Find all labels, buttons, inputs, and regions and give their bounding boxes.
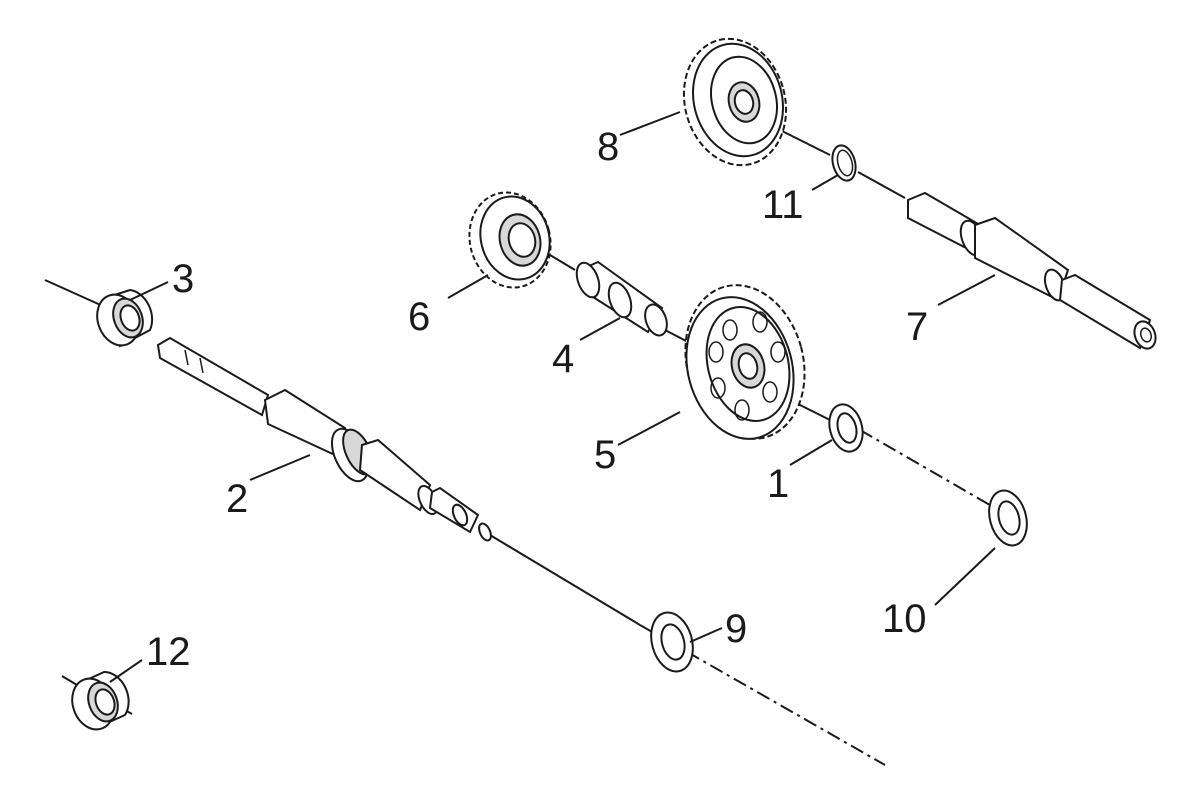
washer-9 [650, 611, 694, 673]
washer-1 [828, 403, 864, 453]
countershaft-7 [907, 191, 1157, 350]
label-part-3: 3 [172, 257, 194, 301]
circlip-11 [831, 144, 857, 182]
label-part-11: 11 [762, 183, 804, 227]
label-part-1: 1 [767, 462, 789, 506]
label-part-9: 9 [725, 607, 747, 651]
label-part-10: 10 [882, 597, 927, 641]
washer-10 [988, 489, 1028, 547]
bearing-12 [71, 670, 130, 731]
part-labels: 1 2 3 4 5 6 7 8 9 10 11 12 [146, 125, 928, 674]
bearing-3 [96, 288, 154, 348]
label-part-5: 5 [594, 433, 616, 477]
large-gear-5 [684, 284, 806, 440]
leader-lines [109, 111, 996, 683]
label-part-6: 6 [408, 295, 430, 339]
main-shaft-2 [156, 336, 492, 542]
label-part-8: 8 [597, 125, 619, 169]
spacer-4 [575, 260, 668, 337]
label-part-2: 2 [226, 477, 248, 521]
label-part-7: 7 [906, 305, 928, 349]
label-part-4: 4 [552, 337, 574, 381]
gear-8 [682, 37, 788, 167]
label-part-12: 12 [146, 630, 191, 674]
small-gear-6 [468, 191, 552, 289]
